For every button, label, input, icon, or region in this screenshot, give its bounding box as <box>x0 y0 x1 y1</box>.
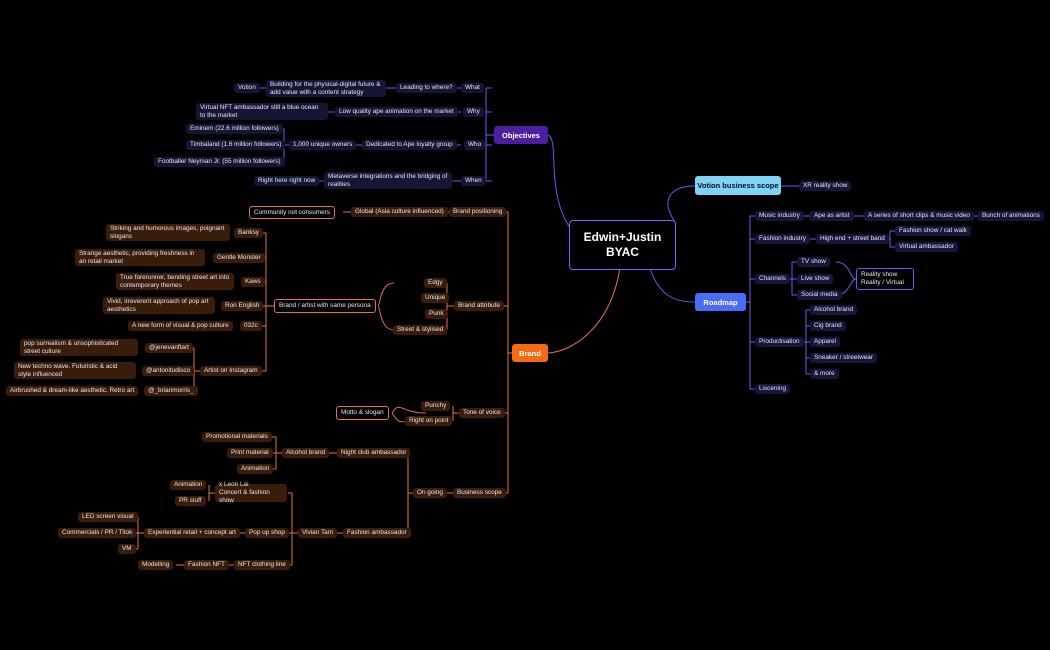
artist-banksy-desc[interactable]: Striking and humorous images, poignant s… <box>106 224 230 241</box>
fashion-virtual-ambassador[interactable]: Virtual ambassador <box>895 242 958 252</box>
objective-who-owner-2[interactable]: Timbaland (1.6 million followers) <box>186 140 286 150</box>
prod-cig[interactable]: Cig brand <box>810 321 846 331</box>
brand-node[interactable]: Brand <box>512 344 548 362</box>
fashion-show[interactable]: Fashion show / cat walk <box>895 226 971 236</box>
brand-positioning[interactable]: Brand positioning <box>449 207 507 217</box>
votion-xr-show[interactable]: XR reality show <box>799 181 852 191</box>
instagram-antoni[interactable]: @antonitudisco <box>142 366 195 376</box>
instagram-brian-desc[interactable]: Airbrushed & dream-like aesthetic. Retro… <box>6 386 139 396</box>
tone-motto-slogan[interactable]: Motto & slogan <box>336 406 389 420</box>
scope-pop-up-shop[interactable]: Pop up shop <box>245 528 289 538</box>
roadmap-fashion[interactable]: Fashion industry <box>755 234 810 244</box>
music-ape-artist[interactable]: Ape as artist <box>810 211 854 221</box>
artist-kaws[interactable]: Kaws <box>241 277 265 287</box>
roadmap-music[interactable]: Music industry <box>755 211 804 221</box>
channel-social[interactable]: Social media <box>797 290 842 300</box>
objective-what[interactable]: What <box>461 83 484 93</box>
scope-vm[interactable]: VM <box>118 544 136 554</box>
scope-on-going[interactable]: On going <box>413 488 447 498</box>
scope-animation[interactable]: Animation <box>237 464 274 474</box>
fashion-high-end[interactable]: High end + street band <box>816 234 889 244</box>
attribute-punk[interactable]: Punk <box>425 309 448 319</box>
attribute-unique[interactable]: Unique <box>421 293 450 303</box>
objectives-node[interactable]: Objectives <box>494 126 548 144</box>
music-clips[interactable]: A series of short clips & music video <box>864 211 974 221</box>
artist-ron-english[interactable]: Ron English <box>221 301 264 311</box>
scope-fashion-nft[interactable]: Fashion NFT <box>184 560 229 570</box>
attribute-edgy[interactable]: Edgy <box>424 278 447 288</box>
objective-when-question[interactable]: Metaverse integrations and the bridging … <box>324 172 452 189</box>
prod-more[interactable]: & more <box>810 369 839 379</box>
channel-live[interactable]: Live show <box>797 274 834 284</box>
artist-032c-desc[interactable]: A new form of visual & pop culture <box>128 321 233 331</box>
scope-pr-stuff[interactable]: PR stuff <box>175 496 206 506</box>
music-animations[interactable]: Bunch of animations <box>978 211 1044 221</box>
scope-nft-clothing[interactable]: NFT clothing line <box>234 560 290 570</box>
scope-alcohol-brand[interactable]: Alcohol brand <box>282 448 330 458</box>
objective-when[interactable]: When <box>461 176 486 186</box>
tone-of-voice[interactable]: Tone of voice <box>459 408 505 418</box>
objective-why-answer[interactable]: Virtual NFT ambassador still a blue ocea… <box>196 103 328 120</box>
objective-votion[interactable]: Votion <box>234 83 260 93</box>
scope-animation-2[interactable]: Animation <box>170 480 207 490</box>
scope-experiential[interactable]: Experiential retail + concept art <box>144 528 240 538</box>
artist-ron-english-desc[interactable]: Vivid, irreverent approach of pop art ae… <box>103 297 215 314</box>
scope-led[interactable]: LED screen visual <box>78 512 138 522</box>
scope-fashion-ambassador[interactable]: Fashion ambassador <box>343 528 411 538</box>
attribute-street[interactable]: Street & stylised <box>393 325 448 335</box>
scope-leon-lai[interactable]: x Leon Lai Concert & fashion show <box>215 481 287 504</box>
root-title-line2: BYAC <box>606 245 639 259</box>
instagram-antoni-desc[interactable]: New techno wave. Futuristic & acid style… <box>14 362 136 379</box>
scope-night-club[interactable]: Night club ambassador <box>337 448 411 458</box>
artist-gentle-monster[interactable]: Gentle Monster <box>213 253 265 263</box>
tone-punchy[interactable]: Punchy <box>421 401 451 411</box>
scope-commercials[interactable]: Commercials / PR / Titok <box>58 528 137 538</box>
roadmap-channels[interactable]: Channels <box>755 274 791 284</box>
objective-who-owners[interactable]: 1,000 unique owners <box>289 140 357 150</box>
objective-who[interactable]: Who <box>464 140 486 150</box>
channel-tv[interactable]: TV show <box>797 257 830 267</box>
scope-promo[interactable]: Promotional materials <box>202 432 272 442</box>
artist-kaws-desc[interactable]: True forerunner, bending street art into… <box>116 273 234 290</box>
prod-apparel[interactable]: Apparel <box>810 337 841 347</box>
instagram-jenevan-desc[interactable]: pop surrealism & unsophisticated street … <box>20 339 138 356</box>
objective-who-owner-1[interactable]: Eminem (22.6 million followers) <box>186 124 283 134</box>
tone-right-on-point[interactable]: Right on point <box>405 416 453 426</box>
root-node[interactable]: Edwin+Justin BYAC <box>569 220 676 270</box>
prod-sneaker[interactable]: Sneaker / streetwear <box>810 353 877 363</box>
instagram-brian[interactable]: @_brianmorris_ <box>144 386 198 396</box>
brand-attribute[interactable]: Brand attribute <box>454 301 504 311</box>
brand-global[interactable]: Global (Asia culture influenced) <box>351 207 448 217</box>
artist-banksy[interactable]: Banksy <box>234 228 263 238</box>
scope-vivian-tam[interactable]: Vivian Tam <box>298 528 338 538</box>
instagram-jenevan[interactable]: @jenevanftart <box>145 343 193 353</box>
objective-when-answer[interactable]: Right here right now <box>254 176 320 186</box>
objective-who-owner-3[interactable]: Footballer Neyman Jr. (55 million follow… <box>154 157 285 167</box>
objective-who-question[interactable]: Dedicated to Ape loyalty group <box>362 140 457 150</box>
artist-032c[interactable]: 032c <box>240 321 262 331</box>
roadmap-licensing[interactable]: Liscening <box>755 384 791 394</box>
objective-why[interactable]: Why <box>463 107 484 117</box>
roadmap-productisation[interactable]: Productisation <box>755 337 804 347</box>
scope-print[interactable]: Print material <box>227 448 273 458</box>
artist-on-instagram[interactable]: Artist on Instagram <box>200 366 262 376</box>
channel-reality-show[interactable]: Reality show Reality / Virtual <box>856 268 914 290</box>
scope-modelling[interactable]: Modelling <box>138 560 174 570</box>
roadmap-node[interactable]: Roadmap <box>695 293 746 311</box>
objective-what-question[interactable]: Leading to where? <box>396 83 457 93</box>
prod-alcohol[interactable]: Alcohol brand <box>810 305 858 315</box>
brand-community[interactable]: Community not consumers <box>249 206 336 219</box>
artist-gentle-monster-desc[interactable]: Strange aesthetic, providing freshness i… <box>75 249 205 266</box>
objective-why-question[interactable]: Low quality ape animation on the market <box>335 107 458 117</box>
objective-what-answer[interactable]: Building for the physical-digital future… <box>266 80 386 97</box>
root-title-line1: Edwin+Justin <box>583 230 662 244</box>
business-scope[interactable]: Business scope <box>453 488 506 498</box>
votion-business-scope-node[interactable]: Votion business scope <box>695 176 781 195</box>
brand-persona[interactable]: Brand / artist with same persona <box>274 299 376 313</box>
